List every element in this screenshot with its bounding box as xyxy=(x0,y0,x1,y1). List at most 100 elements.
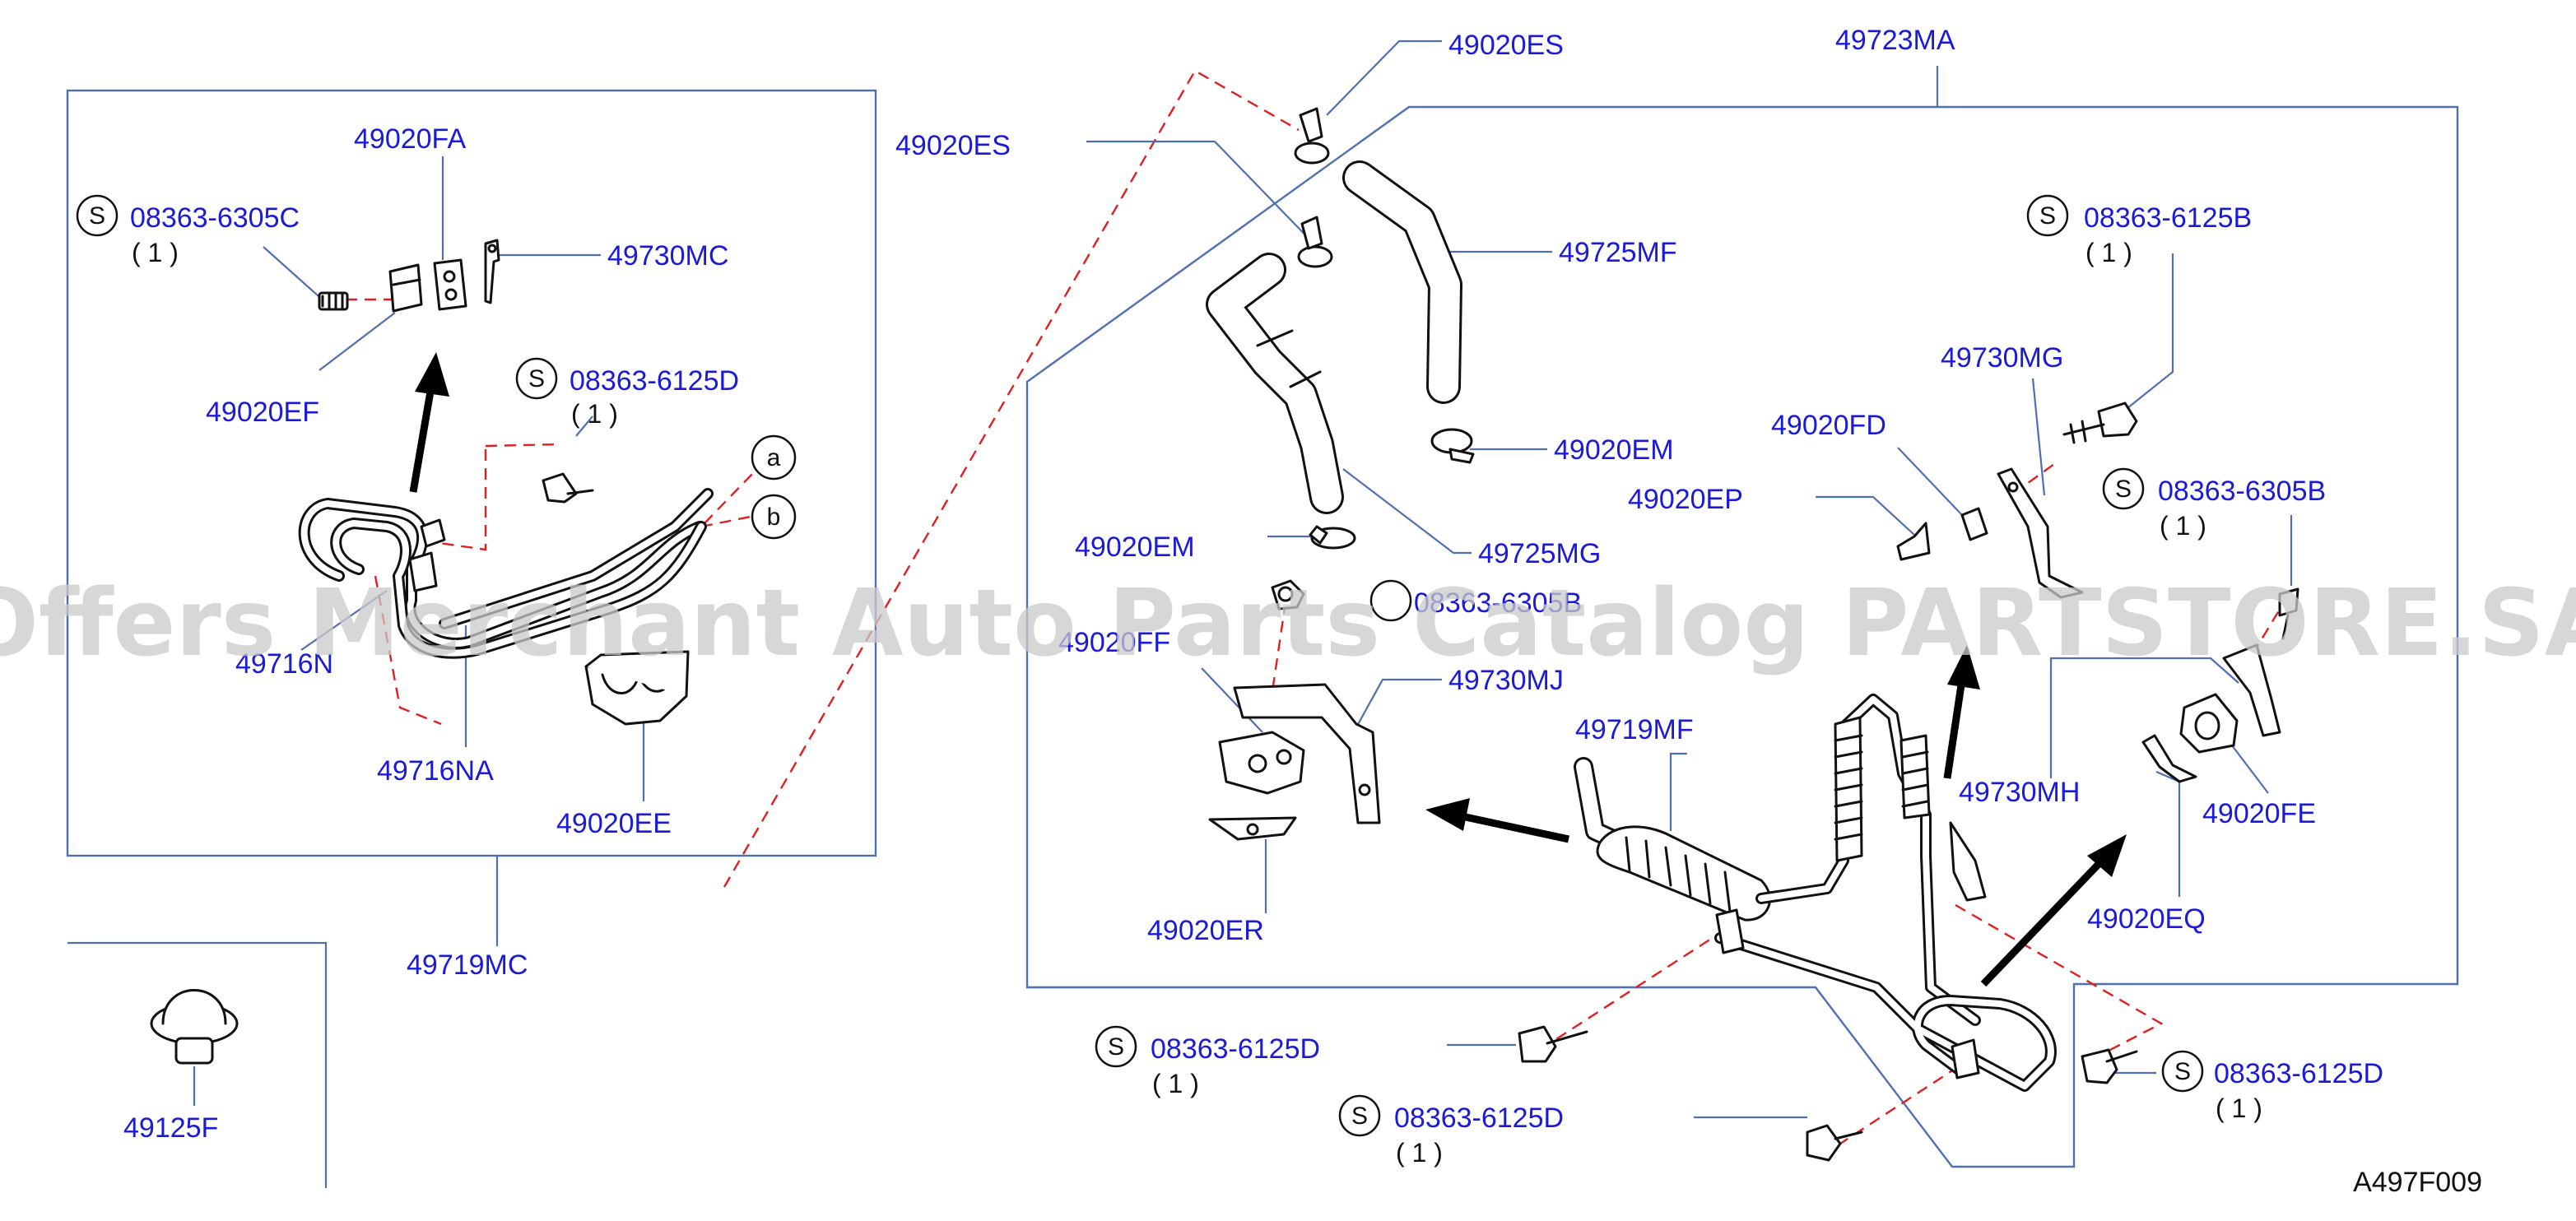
clamp-49020FE xyxy=(2179,693,2239,754)
clamp-49020EM-right xyxy=(1430,428,1475,464)
left-group-frame xyxy=(66,89,877,857)
leader-49730MJ xyxy=(1355,678,1442,728)
clip-49020FD xyxy=(1960,507,1988,541)
label-08363-6125D-br: 08363-6125D xyxy=(2214,1058,2383,1089)
label-08363-6305C: 08363-6305C xyxy=(130,202,300,234)
leader-49020EP xyxy=(1816,495,1915,536)
leader-49730MG xyxy=(2031,378,2046,496)
leader-49020ES-top xyxy=(1326,39,1442,116)
bracket-49730MC xyxy=(484,239,500,304)
label-49020EF: 49020EF xyxy=(206,397,319,428)
label-08363-6125D-bm: 08363-6125D xyxy=(1394,1103,1564,1134)
dash-b xyxy=(700,515,751,528)
leader-49020ES-left xyxy=(1086,140,1318,248)
bracket-49730MJ xyxy=(1233,683,1381,824)
bolt-08363-6125B xyxy=(2062,402,2138,444)
s-symbol-6305C xyxy=(76,194,119,237)
label-49020FE: 49020FE xyxy=(2202,798,2316,829)
marker-a xyxy=(751,434,797,481)
label-08363-6125B: 08363-6125B xyxy=(2084,202,2252,234)
dash-bl-bolt xyxy=(1546,928,1726,1047)
label-49730MH: 49730MH xyxy=(1959,777,2080,808)
s-symbol-6305B-right xyxy=(2102,467,2145,510)
leader-49020FF xyxy=(1201,667,1263,733)
label-49719MC: 49719MC xyxy=(407,949,528,981)
qty-08363-6125D-br: ( 1 ) xyxy=(2216,1093,2262,1123)
label-49020EM-right: 49020EM xyxy=(1554,434,1674,466)
watermark: Offers Merchant Auto Parts Catalog PARTS… xyxy=(0,570,2576,677)
label-08363-6305B-right: 08363-6305B xyxy=(2158,476,2326,507)
leader-49730MH xyxy=(2049,657,2239,778)
leader-49020FE xyxy=(2231,745,2269,794)
arrow-right-center xyxy=(1425,798,1569,843)
hose-49725MF xyxy=(1342,160,1462,404)
bracket-pipe-top xyxy=(408,518,446,592)
s-symbol-6305B-right-label: S xyxy=(2115,476,2132,503)
bracket-49730MH xyxy=(2222,643,2281,737)
clamp-49020FF xyxy=(1218,731,1305,795)
clamp-49020ES-left xyxy=(1297,216,1333,268)
leader-49020EF xyxy=(319,312,396,371)
bolt-08363-6125D-top xyxy=(542,472,594,504)
label-49725MG: 49725MG xyxy=(1478,538,1601,569)
label-49730MG: 49730MG xyxy=(1941,342,2063,374)
label-49020ES-top: 49020ES xyxy=(1448,30,1564,61)
bolt-08363-6125D-bl xyxy=(1518,1025,1588,1063)
qty-08363-6125D-top: ( 1 ) xyxy=(571,399,618,429)
qty-08363-6305B-right: ( 1 ) xyxy=(2160,511,2206,541)
label-49020FA: 49020FA xyxy=(354,123,466,155)
label-08363-6125D-bl: 08363-6125D xyxy=(1151,1033,1320,1065)
s-symbol-6305C-label: S xyxy=(89,202,105,230)
lower-left-frame xyxy=(67,941,328,1188)
clip-49020EQ xyxy=(2141,734,2197,783)
clamp-49020EM-left xyxy=(1309,525,1356,550)
label-49020ER: 49020ER xyxy=(1147,915,1264,946)
qty-08363-6125B: ( 1 ) xyxy=(2085,238,2132,267)
s-symbol-6125D-top xyxy=(515,357,558,400)
label-08363-6305B-mid: 08363-6305B xyxy=(1414,587,1582,619)
label-49020EQ: 49020EQ xyxy=(2087,903,2206,935)
s-symbol-6125D-bm xyxy=(1338,1094,1381,1137)
label-49730MJ: 49730MJ xyxy=(1448,665,1564,696)
s-symbol-6125D-bl-label: S xyxy=(1108,1033,1124,1061)
qty-08363-6125D-bm: ( 1 ) xyxy=(1396,1138,1443,1168)
s-symbol-6125D-bl xyxy=(1095,1025,1137,1068)
leader-49020FD xyxy=(1897,447,1963,516)
s-symbol-6125D-br-label: S xyxy=(2174,1058,2191,1085)
grommet-49125F xyxy=(150,989,239,1065)
leader-49725MG xyxy=(1342,468,1472,555)
marker-b xyxy=(751,494,797,540)
dash-6125D-top xyxy=(485,443,560,448)
group-connector-dash xyxy=(723,69,1300,888)
label-49719MF: 49719MF xyxy=(1575,714,1694,745)
pipe-assembly-49719MF xyxy=(1574,694,2057,1092)
leader-49716N xyxy=(300,590,388,651)
bolt-08363-6305C xyxy=(318,291,349,311)
qty-08363-6125D-bl: ( 1 ) xyxy=(1152,1069,1199,1098)
label-49020FD: 49020FD xyxy=(1771,410,1886,441)
label-49125F: 49125F xyxy=(123,1112,218,1144)
label-49716NA: 49716NA xyxy=(377,755,494,787)
qty-08363-6305C: ( 1 ) xyxy=(132,238,179,267)
label-49716N: 49716N xyxy=(235,648,333,680)
arrow-right-up xyxy=(1943,645,1980,779)
dash-6305B-mid xyxy=(1271,601,1287,692)
dash-bracket-left xyxy=(439,449,487,551)
hose-49725MG xyxy=(1206,253,1344,514)
leader-08363-6125D-top xyxy=(575,416,593,437)
diagram-code: A497F009 xyxy=(2353,1167,2482,1198)
s-symbol-6125D-bm-label: S xyxy=(1351,1103,1368,1130)
clamp-49020FA xyxy=(433,258,467,311)
pipe-49716NA xyxy=(330,488,714,659)
bolt-08363-6305B-right xyxy=(2278,587,2299,640)
label-49020EP: 49020EP xyxy=(1628,484,1743,515)
label-49725MF: 49725MF xyxy=(1559,237,1677,268)
dash-a xyxy=(704,471,755,524)
marker-b-label: b xyxy=(767,504,781,531)
dash-pipe-left xyxy=(374,575,442,726)
label-49020EM-left: 49020EM xyxy=(1075,532,1195,563)
s-symbol-6125B-label: S xyxy=(2039,202,2056,230)
leader-08363-6305C xyxy=(263,246,327,304)
clamp-49020EF xyxy=(388,263,423,313)
